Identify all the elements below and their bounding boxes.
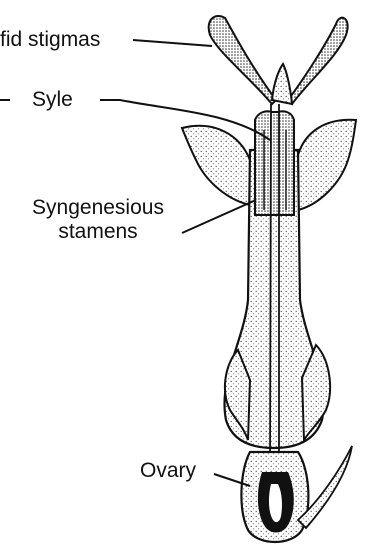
label-stamens-line2: stamens [13, 220, 183, 244]
label-style: Syle [32, 88, 73, 112]
label-ovary: Ovary [140, 459, 196, 483]
syngenesious-stamens [255, 111, 294, 215]
ovary [241, 452, 308, 542]
leader-stamens [182, 200, 256, 233]
label-stamens-line1: Syngenesious [13, 196, 183, 220]
bifid-stigma-right [288, 18, 348, 104]
corolla-lobe-left [182, 126, 250, 205]
label-bifid-stigmas: fid stigmas [0, 28, 100, 52]
corolla-lobe-right [298, 120, 356, 210]
label-syngenesious-stamens: Syngenesious stamens [13, 196, 183, 244]
bifid-stigma-left [209, 16, 276, 104]
leader-bifid-stigmas [133, 40, 212, 46]
style-tip [272, 64, 292, 104]
